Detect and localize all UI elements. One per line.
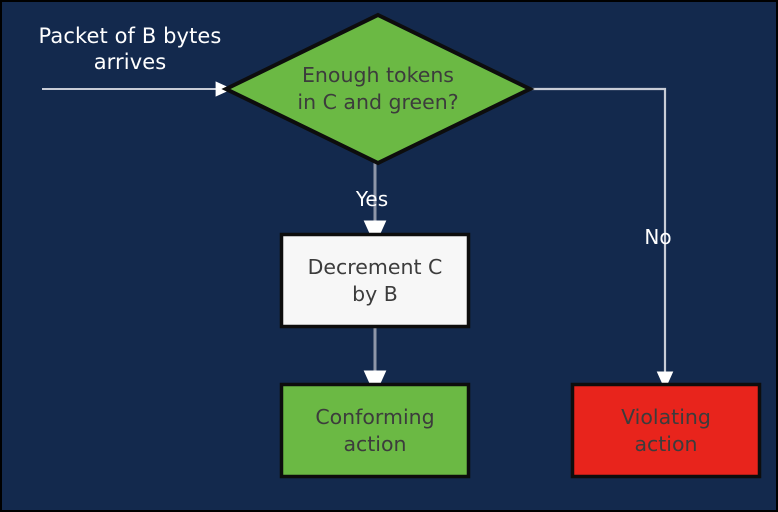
edge-label-yes: Yes [355, 187, 389, 211]
process-decrement[interactable] [279, 232, 471, 329]
terminal-violating[interactable] [570, 382, 762, 479]
packet-arrival-caption: Packet of B bytes arrives [38, 24, 222, 74]
decision-enough-tokens[interactable] [221, 12, 535, 166]
edge-label-no: No [644, 225, 672, 249]
terminal-conforming[interactable] [279, 382, 471, 479]
connector-no [530, 87, 674, 390]
